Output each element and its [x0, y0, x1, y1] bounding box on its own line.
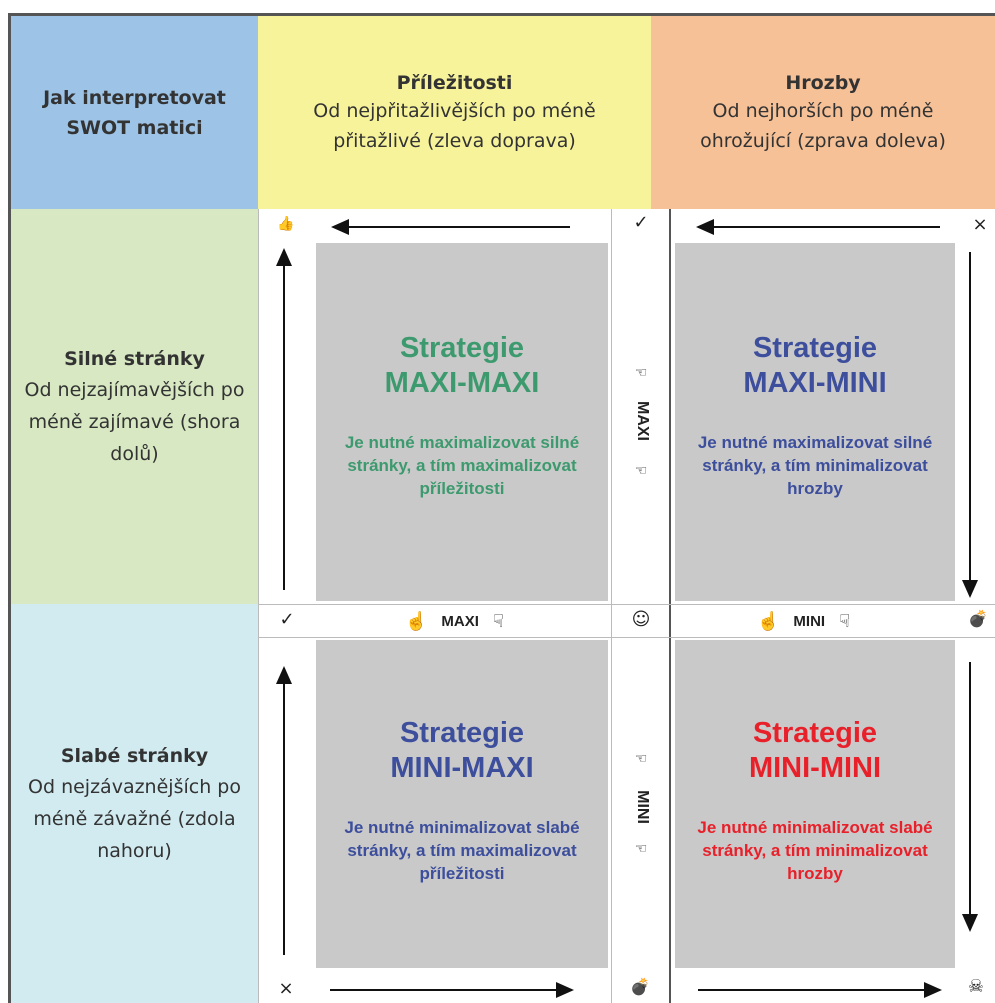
maxi-maxi-title-line2: MAXI-MAXI [384, 367, 540, 399]
mini-maxi-title-line2: MINI-MAXI [390, 752, 534, 784]
mini-mini-title-line2: MINI-MINI [748, 752, 882, 784]
strengths-header: Silné stránky Od nejzajímavějších po mén… [11, 209, 258, 604]
threats-title: Hrozby [785, 71, 861, 94]
hand-point-icon: ☜ [634, 463, 648, 479]
hand-point-icon: ☜ [634, 365, 648, 381]
maxi-label: MAXI [441, 613, 479, 630]
maxi-mini-title-line2: MAXI-MINI [743, 367, 887, 399]
middle-h-right-label: ☝ MINI ☟ [757, 611, 850, 632]
divider-v-mid-right [669, 209, 671, 1003]
smiley-icon: ☺ [631, 609, 651, 630]
quadrant-maxi-maxi: Strategie MAXI-MAXI Je nutné maximalizov… [316, 243, 608, 601]
quadrant-mini-maxi: Strategie MINI-MAXI Je nutné minimalizov… [316, 640, 608, 968]
checkmark-icon: ✓ [633, 212, 649, 233]
mini-vertical-label: MINI [634, 790, 651, 824]
strengths-subtitle: Od nejzajímavějších po méně zajímavé (sh… [24, 378, 245, 465]
hand-up-icon: ☝ [405, 611, 428, 631]
weaknesses-subtitle: Od nejzávaznějších po méně závažné (zdol… [28, 775, 241, 862]
hand-down-icon: ☟ [492, 611, 504, 631]
mini-mini-body: Je nutné minimalizovat slabé stránky, a … [697, 818, 933, 883]
corner-cell: Jak interpretovat SWOT matici [11, 16, 258, 209]
opportunities-subtitle: Od nejpřitažlivějších po méně přitažlivé… [313, 99, 596, 152]
hand-point-icon: ☜ [634, 751, 648, 767]
divider-h-mid-top [258, 604, 995, 605]
maxi-vertical-label: MAXI [634, 401, 651, 441]
quadrant-maxi-mini: Strategie MAXI-MINI Je nutné maximalizov… [675, 243, 955, 601]
divider-v-mid-left [611, 209, 612, 1003]
maxi-mini-body: Je nutné maximalizovat silné stránky, a … [697, 433, 933, 498]
quadrant-maxi-mini-title: Strategie MAXI-MINI [743, 331, 886, 401]
thumbs-up-icon: 👍 [277, 216, 295, 232]
divider-v-left [258, 209, 259, 1003]
maxi-mini-title-line1: Strategie [752, 332, 878, 364]
quadrant-maxi-maxi-title: Strategie MAXI-MAXI [385, 331, 540, 401]
mini-label: MINI [793, 613, 826, 630]
mini-maxi-body: Je nutné minimalizovat slabé stránky, a … [344, 818, 580, 883]
bomb-icon: 💣 [968, 609, 988, 628]
quadrant-mini-maxi-title: Strategie MINI-MAXI [390, 716, 533, 786]
matrix-border [8, 13, 995, 1003]
hand-up-icon: ☝ [757, 611, 780, 631]
corner-title: Jak interpretovat SWOT matici [43, 86, 226, 139]
middle-h-left-label: ☝ MAXI ☟ [405, 611, 504, 632]
skull-icon: ☠ [967, 976, 985, 997]
opportunities-header: Příležitosti Od nejpřitažlivějších po mé… [258, 16, 651, 209]
quadrant-mini-mini-title: Strategie MINI-MINI [749, 716, 881, 786]
opportunities-title: Příležitosti [396, 71, 513, 94]
cross-icon: × [278, 978, 294, 999]
threats-header: Hrozby Od nejhorších po méně ohrožující … [651, 16, 995, 209]
divider-h-mid-bottom [258, 637, 995, 638]
strengths-title: Silné stránky [64, 347, 205, 370]
hand-point-icon: ☜ [634, 841, 648, 857]
weaknesses-title: Slabé stránky [60, 744, 209, 767]
checkmark-icon: ✓ [279, 609, 295, 630]
cross-icon: × [972, 214, 988, 235]
maxi-maxi-title-line1: Strategie [399, 332, 525, 364]
mini-maxi-title-line1: Strategie [399, 717, 525, 749]
mini-mini-title-line1: Strategie [752, 717, 878, 749]
threats-subtitle: Od nejhorších po méně ohrožující (zprava… [700, 99, 946, 152]
weaknesses-header: Slabé stránky Od nejzávaznějších po méně… [11, 604, 258, 1003]
hand-down-icon: ☟ [839, 611, 851, 631]
quadrant-mini-mini: Strategie MINI-MINI Je nutné minimalizov… [675, 640, 955, 968]
bomb-icon: 💣 [630, 977, 650, 996]
maxi-maxi-body: Je nutné maximalizovat silné stránky, a … [344, 433, 580, 498]
